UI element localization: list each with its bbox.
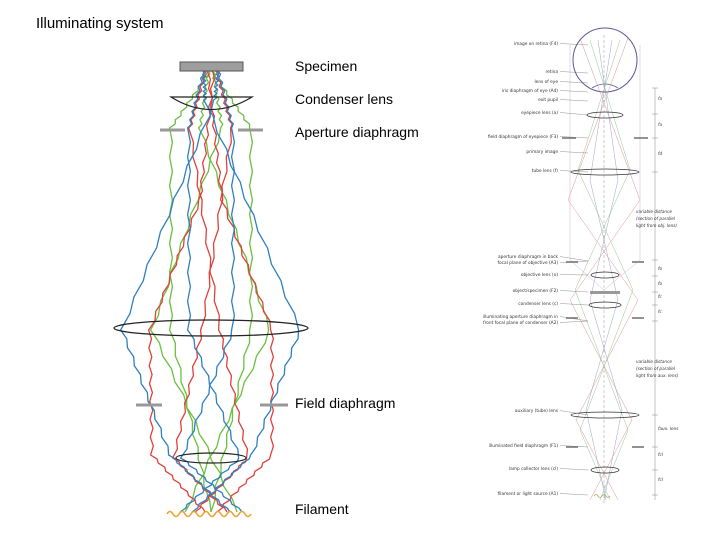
right-diagram-label-9: tube lens (f) bbox=[532, 168, 558, 174]
eyepiece-lens bbox=[586, 111, 624, 119]
leader-line-15 bbox=[559, 316, 589, 322]
label-condenser-lens: Condenser lens bbox=[295, 91, 394, 107]
right-note-6: light from aux. lens) bbox=[636, 373, 679, 378]
eye bbox=[572, 27, 638, 93]
red-ray-8 bbox=[205, 69, 275, 513]
auxiliary-tube-lens bbox=[570, 411, 640, 419]
focal-length-label-1: fa bbox=[658, 96, 662, 101]
right-diagram-label-8: primary image bbox=[526, 149, 558, 155]
leader-line-19 bbox=[559, 468, 589, 471]
leader-line-8 bbox=[559, 151, 589, 154]
green-ray-1 bbox=[184, 69, 270, 513]
right-note-4: variable distance bbox=[636, 359, 672, 364]
filament-coil bbox=[166, 510, 252, 518]
right-diagram-label-5: exit pupil bbox=[538, 97, 558, 103]
right-diagram-label-18: illuminated field diaphragm (F1) bbox=[489, 443, 559, 449]
tube-lens bbox=[570, 168, 640, 176]
right-diagram-label-16: front focal plane of condenser (A2) bbox=[483, 320, 558, 326]
leader-line-18 bbox=[559, 445, 589, 448]
leader-line-14 bbox=[559, 303, 589, 306]
focal-length-label-2: fa bbox=[658, 122, 662, 127]
specimen-slide-right bbox=[590, 291, 620, 294]
lamp-collector-lens bbox=[590, 466, 620, 474]
green-ray-2 bbox=[149, 69, 238, 513]
focal-length-label-3: fd bbox=[658, 151, 662, 156]
right-diagram-label-15: illuminating aperture diaphragm in bbox=[483, 314, 558, 320]
leader-line-10 bbox=[559, 256, 589, 262]
label-filament: Filament bbox=[295, 501, 349, 517]
leader-line-13 bbox=[559, 290, 589, 293]
collector-lens bbox=[113, 319, 309, 337]
right-diagram-label-17: auxiliary (tube) lens bbox=[515, 408, 559, 414]
red-ray-7 bbox=[147, 69, 216, 513]
leader-line-11 bbox=[559, 260, 589, 263]
red-ray-5 bbox=[187, 69, 249, 513]
right-diagram-label-1: image on retina (F4) bbox=[514, 41, 558, 47]
blue-ray-12 bbox=[191, 69, 300, 513]
green-ray-3 bbox=[168, 69, 212, 513]
right-diagram-label-19: lamp collector lens (cl) bbox=[509, 466, 558, 472]
leader-line-12 bbox=[559, 274, 589, 276]
right-note-5: (section of parallel bbox=[636, 366, 676, 371]
leader-line-2 bbox=[559, 71, 589, 74]
right-diagram-label-20: filament or light source (A1) bbox=[498, 491, 559, 497]
leader-line-3 bbox=[559, 81, 589, 84]
objective-lens bbox=[590, 271, 620, 279]
condenser-lens-right bbox=[588, 301, 622, 309]
auxiliary-lens bbox=[175, 452, 247, 464]
red-ray-6 bbox=[171, 69, 233, 513]
leader-line-5 bbox=[559, 99, 589, 102]
leader-line-6 bbox=[559, 112, 589, 116]
specimen-slide bbox=[179, 61, 244, 72]
right-diagram-label-4: iris diaphragm of eye (A4) bbox=[502, 88, 558, 94]
blue-ray-9 bbox=[179, 69, 240, 513]
right-note-2: (section of parallel bbox=[636, 216, 676, 221]
focal-length-label-7: fc bbox=[658, 309, 662, 314]
focal-length-label-10: fcl bbox=[658, 477, 664, 482]
right-note-1: variable distance bbox=[636, 209, 672, 214]
blue-ray-10 bbox=[179, 69, 243, 513]
focal-length-label-8: faux. lens bbox=[658, 426, 679, 431]
label-aperture-diaphragm: Aperture diaphragm bbox=[295, 124, 419, 140]
right-diagram-label-14: condenser lens (c) bbox=[518, 301, 558, 307]
right-diagram-label-6: eyepiece lens (a) bbox=[521, 110, 558, 116]
leader-line-9 bbox=[559, 170, 589, 173]
green-ray-4 bbox=[209, 69, 254, 513]
leader-line-16 bbox=[559, 320, 589, 323]
right-diagram-label-12: objective lens (o) bbox=[521, 272, 558, 278]
leader-line-4 bbox=[559, 90, 589, 93]
right-diagram-label-11: focal plane of objective (A3) bbox=[497, 260, 558, 266]
right-diagram-label-7: field diaphragm of eyepiece (F3) bbox=[488, 134, 558, 140]
right-diagram-label-3: lens of eye bbox=[534, 79, 558, 85]
focal-length-label-6: fc bbox=[658, 294, 662, 299]
blue-ray-11 bbox=[119, 69, 231, 513]
condenser-lens bbox=[168, 96, 255, 111]
right-diagram-label-10: aperture diaphragm in back bbox=[498, 254, 559, 260]
focal-length-label-4: fo bbox=[658, 266, 662, 271]
label-field-diaphragm: Field diaphragm bbox=[295, 395, 396, 411]
figure-title: Illuminating system bbox=[36, 15, 164, 32]
focal-length-label-9: fcl bbox=[658, 452, 664, 457]
leader-line-1 bbox=[559, 43, 589, 46]
leader-line-7 bbox=[559, 136, 589, 139]
right-diagram-label-13: object/specimen (F2) bbox=[513, 288, 559, 294]
leader-line-17 bbox=[559, 410, 589, 416]
focal-length-label-5: fo bbox=[658, 281, 662, 286]
right-note-3: light from obj. lens) bbox=[636, 223, 677, 228]
right-diagram-label-2: retina bbox=[545, 69, 558, 75]
label-specimen: Specimen bbox=[295, 58, 358, 74]
leader-line-20 bbox=[559, 493, 589, 496]
